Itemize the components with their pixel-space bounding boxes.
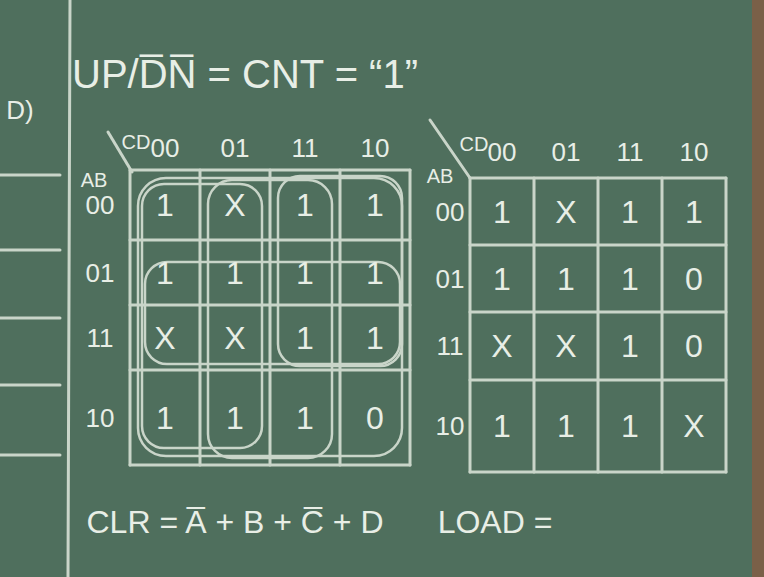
kmap-cell: X — [491, 330, 512, 362]
kmap-cell: 1 — [226, 257, 244, 289]
kmap-cell: 1 — [156, 189, 174, 221]
kmap-cell: 1 — [493, 410, 511, 442]
kmap-cell: 1 — [296, 322, 314, 354]
kmap-cell: X — [224, 189, 245, 221]
kmap-cell: X — [555, 196, 576, 228]
kmap-cell: 1 — [296, 257, 314, 289]
equation-text: UP/D̅N̅ = CNT = “1” — [72, 54, 418, 94]
kmap-grid — [108, 132, 410, 465]
variable-label: CD — [460, 134, 489, 154]
board-divider — [68, 0, 70, 577]
kmap-cell: X — [555, 330, 576, 362]
row-header: 11 — [87, 325, 114, 351]
margin-line — [0, 384, 60, 387]
equation-text: LOAD = — [438, 506, 553, 538]
column-header: 10 — [361, 135, 390, 161]
column-header: 11 — [617, 139, 644, 165]
column-header: 10 — [680, 139, 709, 165]
kmap-cell: 1 — [621, 330, 639, 362]
kmap-cell: X — [224, 322, 245, 354]
kmap-cell: 1 — [557, 410, 575, 442]
kmap-cell: 1 — [156, 402, 174, 434]
kmap-cell: 0 — [685, 263, 703, 295]
margin-line — [0, 317, 60, 320]
kmap-cell: 1 — [366, 189, 384, 221]
kmap-cell: 0 — [685, 330, 703, 362]
kmap-cell: X — [683, 410, 704, 442]
column-header: 11 — [292, 135, 319, 161]
equation-text: CLR = A̅ + B + C̅ + D — [86, 506, 383, 538]
variable-label: AB — [81, 170, 108, 190]
margin-line — [0, 249, 60, 252]
kmap-cell: 1 — [493, 196, 511, 228]
variable-label: AB — [427, 166, 454, 186]
board-frame — [752, 0, 764, 577]
kmap-cell: X — [154, 322, 175, 354]
column-header: 00 — [151, 135, 180, 161]
column-header: 01 — [221, 135, 250, 161]
row-header: 11 — [437, 333, 464, 359]
column-header: 01 — [552, 139, 581, 165]
kmap-cell: 1 — [493, 263, 511, 295]
kmap-cell: 1 — [621, 196, 639, 228]
margin-line — [0, 454, 60, 457]
kmap-cell: 1 — [226, 402, 244, 434]
variable-label: CD — [122, 132, 151, 152]
column-header: 00 — [488, 139, 517, 165]
kmap-cell: 1 — [366, 257, 384, 289]
kmap-cell: 1 — [296, 402, 314, 434]
kmap-cell: 1 — [156, 257, 174, 289]
kmap-cell: 1 — [296, 189, 314, 221]
kmap-cell: 1 — [621, 263, 639, 295]
row-header: 01 — [436, 266, 465, 292]
row-header: 00 — [86, 192, 115, 218]
row-header: 10 — [436, 413, 465, 439]
margin-line — [0, 174, 60, 177]
kmap-cell: 1 — [366, 322, 384, 354]
kmap-grid — [430, 120, 726, 472]
cutoff-text: D) — [6, 97, 33, 123]
kmap-cell: 1 — [557, 263, 575, 295]
row-header: 01 — [86, 260, 115, 286]
kmap-loop — [138, 176, 402, 458]
kmap-cell: 1 — [621, 410, 639, 442]
kmap-cell: 1 — [685, 196, 703, 228]
row-header: 10 — [86, 405, 115, 431]
kmap-cell: 0 — [366, 402, 384, 434]
row-header: 00 — [436, 199, 465, 225]
